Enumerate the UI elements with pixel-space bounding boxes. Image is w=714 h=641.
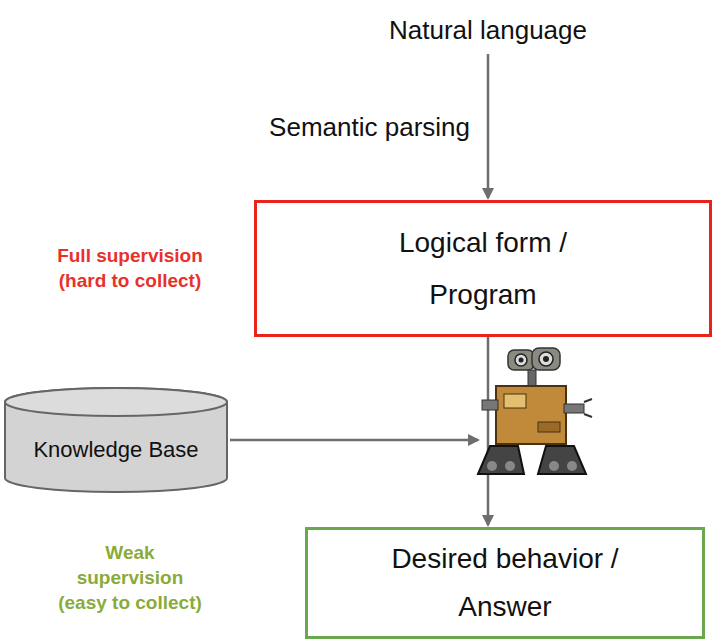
supervision-note: Weak supervision (easy to collect)	[12, 540, 210, 615]
node-text: Knowledge Base	[33, 436, 198, 464]
flow-arrow	[487, 54, 490, 198]
node-text: Desired behavior / Answer	[370, 535, 640, 631]
node-text: Logical form / Program	[373, 217, 593, 321]
flow-arrow	[487, 337, 490, 525]
answer-box: Desired behavior / Answer	[305, 527, 705, 639]
edge-label: Semantic parsing	[267, 112, 472, 143]
kb-arrow	[230, 439, 478, 442]
program-box: Logical form / Program	[254, 200, 712, 337]
node-text: Natural language	[389, 14, 587, 46]
input-text: Natural language	[330, 6, 646, 54]
database-cylinder: Knowledge Base	[3, 386, 229, 494]
supervision-note: Full supervision (hard to collect)	[12, 243, 210, 293]
